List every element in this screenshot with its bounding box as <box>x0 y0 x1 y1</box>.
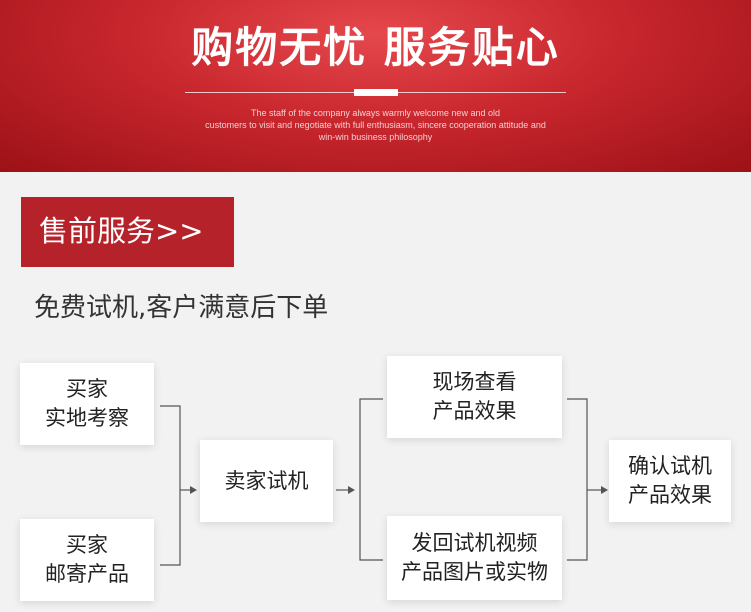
buyer-mail-box: 买家 邮寄产品 <box>20 519 154 601</box>
section-tag: 售前服务>> <box>21 197 234 267</box>
header-banner: 购物无忧 服务贴心 The staff of the company alway… <box>0 0 751 172</box>
buyer-visit-box: 买家 实地考察 <box>20 363 154 445</box>
arrow-head-icon <box>601 486 608 494</box>
bracket-right <box>567 398 588 561</box>
box-line: 产品效果 <box>432 399 517 423</box>
bracket-left <box>160 405 181 566</box>
onsite-view-box: 现场查看 产品效果 <box>387 356 562 438</box>
arrow-head-icon <box>348 486 355 494</box>
box-line: 买家 <box>66 377 108 401</box>
banner-divider-mark <box>354 89 398 96</box>
box-line: 产品效果 <box>628 483 712 507</box>
confirm-box: 确认试机 产品效果 <box>609 440 731 522</box>
banner-subtitle-line: The staff of the company always warmly w… <box>251 108 500 118</box>
banner-subtitle-line: win-win business philosophy <box>318 132 433 142</box>
arrow-head-icon <box>190 486 197 494</box>
box-line: 邮寄产品 <box>45 562 129 586</box>
banner-title: 购物无忧 服务贴心 <box>191 23 560 72</box>
box-line: 卖家试机 <box>224 468 309 493</box>
send-back-box: 发回试机视频 产品图片或实物 <box>387 516 562 600</box>
box-line: 发回试机视频 <box>411 531 538 555</box>
banner-subtitle-line: customers to visit and negotiate with fu… <box>205 120 546 130</box>
bracket-middle <box>359 398 383 561</box>
box-line: 现场查看 <box>432 370 517 394</box>
box-line: 确认试机 <box>628 454 712 478</box>
section-intro: 免费试机,客户满意后下单 <box>34 293 329 323</box>
seller-test-box: 卖家试机 <box>200 440 333 522</box>
box-line: 产品图片或实物 <box>401 560 548 584</box>
banner-subtitle: The staff of the company always warmly w… <box>180 107 571 143</box>
section-tag-label: 售前服务>> <box>39 214 204 248</box>
box-line: 实地考察 <box>45 406 129 430</box>
box-line: 买家 <box>66 533 108 557</box>
